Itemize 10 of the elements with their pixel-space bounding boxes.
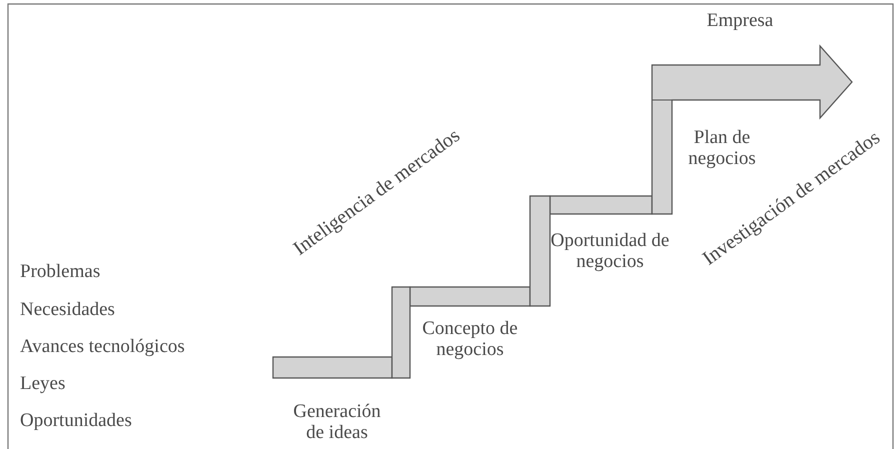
step-label: Empresa [706,10,774,30]
list-item: Oportunidades [20,410,132,430]
step-label: Plan de negocios [687,127,757,169]
list-item: Problemas [20,260,100,282]
list-item: Necesidades [20,298,115,320]
step-label: Oportunidad de negocios [550,230,670,272]
list-item: Avances tecnológicos [20,336,185,356]
step-label: Generación de ideas [292,401,382,443]
step-label: Concepto de negocios [421,318,519,360]
list-item: Leyes [20,372,66,394]
